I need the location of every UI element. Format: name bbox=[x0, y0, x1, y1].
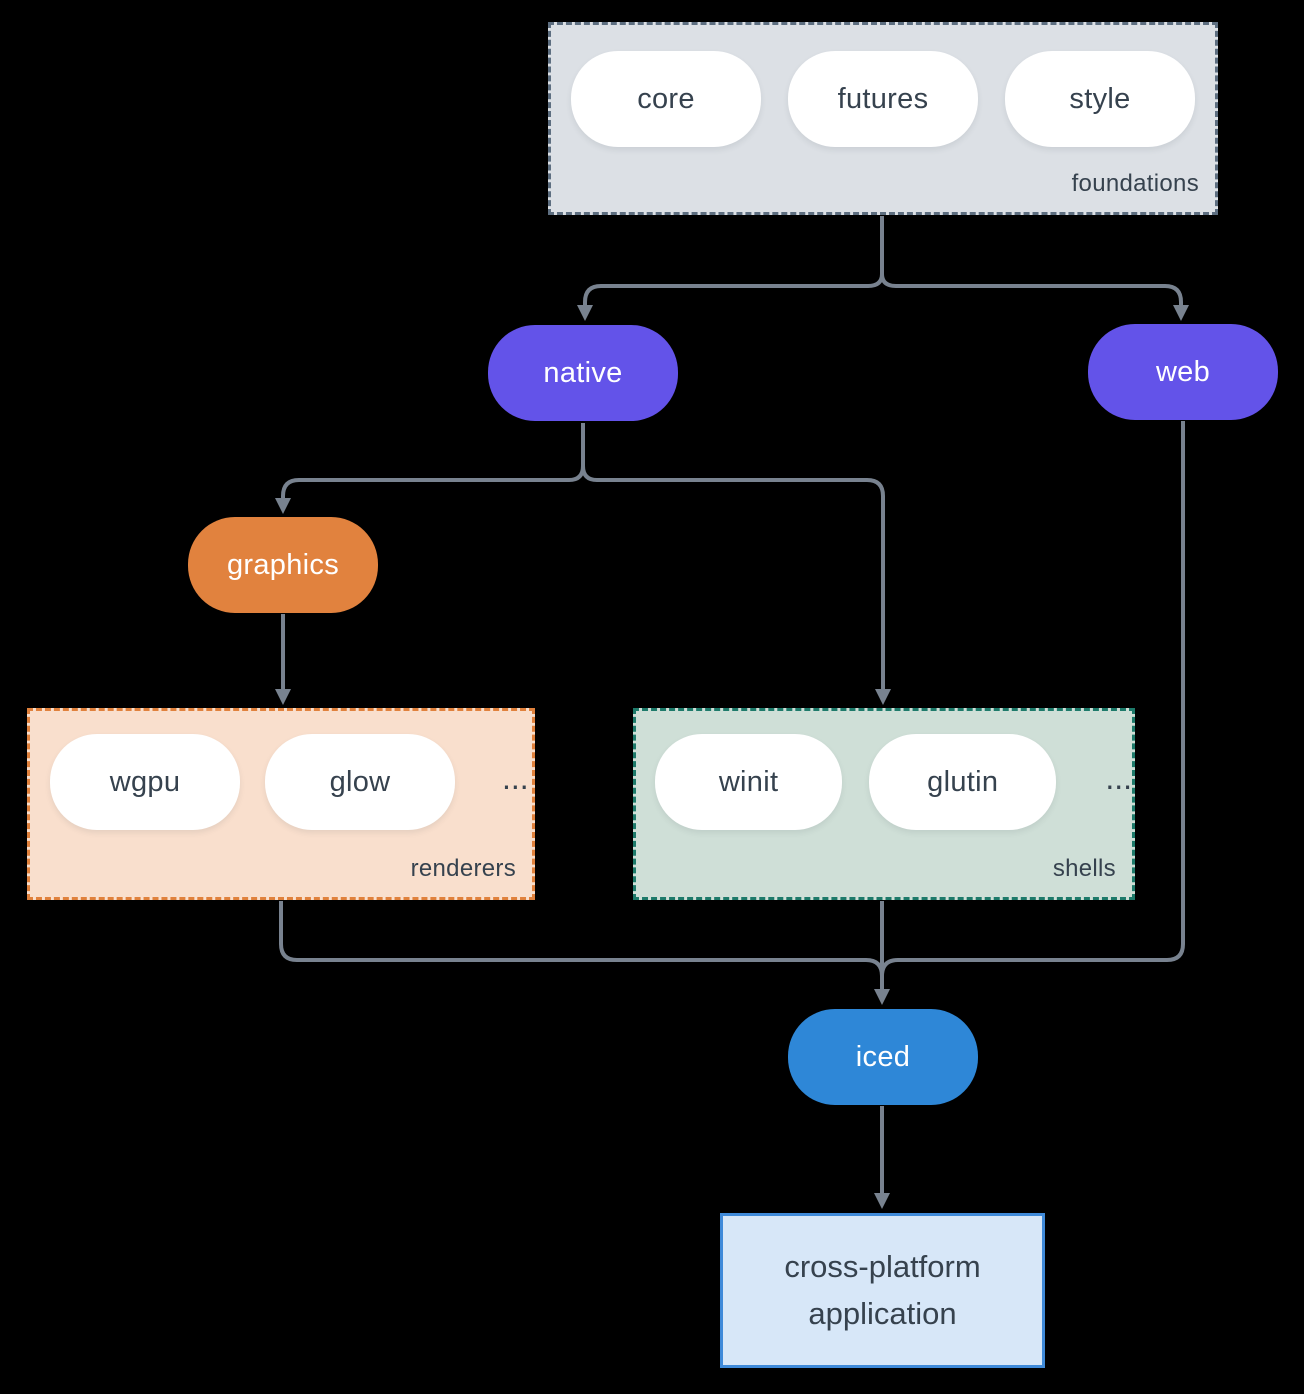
node-glutin: glutin bbox=[869, 734, 1057, 830]
connector-native-graphics bbox=[275, 423, 585, 514]
foundations-pill-row: core futures style bbox=[551, 25, 1215, 147]
connector-native-shells bbox=[581, 423, 891, 705]
node-application-label: cross-platform application bbox=[784, 1249, 981, 1331]
group-foundations-label: foundations bbox=[1071, 170, 1199, 197]
node-iced-label: iced bbox=[855, 1040, 911, 1073]
node-core-label: core bbox=[637, 82, 695, 115]
node-application: cross-platform application bbox=[720, 1213, 1045, 1368]
node-futures-label: futures bbox=[837, 82, 929, 115]
node-glutin-label: glutin bbox=[927, 765, 999, 798]
node-glow: glow bbox=[265, 734, 455, 830]
connector-renderers-merge bbox=[279, 901, 884, 977]
node-iced: iced bbox=[788, 1009, 978, 1105]
shells-pill-row: winit glutin ... bbox=[636, 711, 1132, 830]
node-native: native bbox=[488, 325, 678, 421]
node-wgpu-label: wgpu bbox=[109, 765, 181, 798]
node-web: web bbox=[1088, 324, 1278, 420]
renderers-ellipsis: ... bbox=[502, 759, 529, 796]
node-graphics: graphics bbox=[188, 517, 378, 613]
connector-foundations-native bbox=[577, 216, 884, 321]
group-foundations: core futures style foundations bbox=[548, 22, 1218, 215]
group-renderers: wgpu glow ... renderers bbox=[27, 708, 535, 900]
node-web-label: web bbox=[1155, 355, 1211, 388]
node-core: core bbox=[571, 51, 761, 147]
node-winit: winit bbox=[655, 734, 843, 830]
group-renderers-label: renderers bbox=[410, 855, 516, 882]
node-graphics-label: graphics bbox=[226, 548, 339, 581]
node-glow-label: glow bbox=[329, 765, 391, 798]
node-wgpu: wgpu bbox=[50, 734, 240, 830]
node-style-label: style bbox=[1069, 82, 1131, 115]
node-native-label: native bbox=[543, 356, 623, 389]
node-winit-label: winit bbox=[718, 765, 779, 798]
connector-foundations-web bbox=[880, 216, 1189, 321]
shells-ellipsis: ... bbox=[1105, 759, 1132, 796]
group-shells-label: shells bbox=[1052, 855, 1116, 882]
group-shells: winit glutin ... shells bbox=[633, 708, 1135, 900]
renderers-pill-row: wgpu glow ... bbox=[30, 711, 532, 830]
node-futures: futures bbox=[788, 51, 978, 147]
node-style: style bbox=[1005, 51, 1195, 147]
